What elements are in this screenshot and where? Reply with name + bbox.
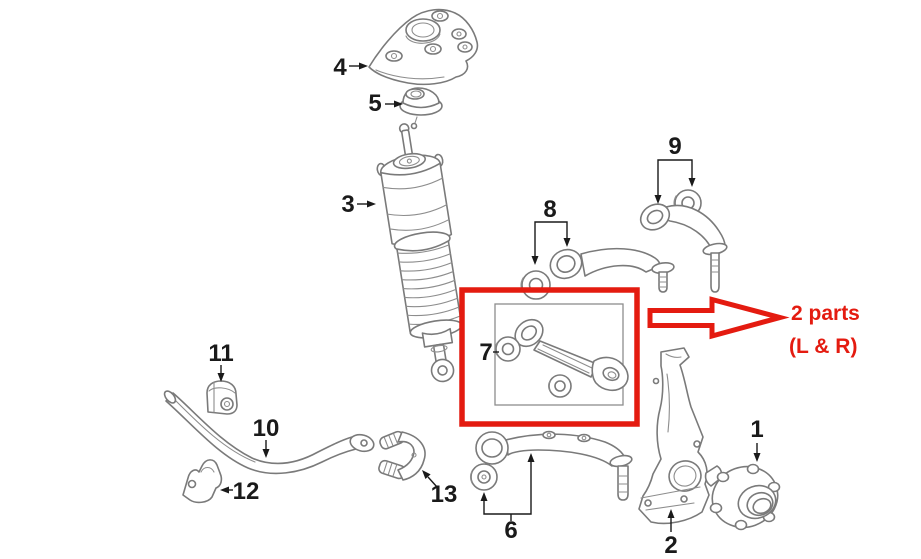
part-13-clamp [378, 430, 426, 481]
part-4-strut-mount [368, 8, 479, 86]
part-7-lower-control-arm [494, 318, 629, 398]
highlight-box [459, 287, 640, 427]
callout-9: 9 [668, 133, 681, 160]
callout-8: 8 [543, 196, 556, 223]
annotation-line-2: (L & R) [789, 335, 857, 358]
callout-6: 6 [504, 517, 517, 544]
callout-10: 10 [253, 415, 280, 442]
callout-2: 2 [664, 532, 677, 559]
part-11-stabilizer-bushing [206, 380, 238, 415]
part-6-lower-control-arm [469, 430, 633, 501]
callout-7: 7 [479, 339, 492, 366]
callout-leaders [217, 62, 761, 532]
callout-1: 1 [750, 416, 763, 443]
part-1-wheel-hub [704, 463, 781, 531]
part-3-air-strut [376, 123, 463, 383]
callout-12: 12 [233, 478, 260, 505]
callout-5: 5 [368, 90, 381, 117]
callout-13: 13 [431, 481, 458, 508]
part-2-steering-knuckle [638, 347, 710, 525]
part-12-stabilizer-bracket [182, 459, 223, 504]
red-arrow-icon [647, 296, 790, 340]
callout-4: 4 [333, 54, 347, 81]
callout-11: 11 [208, 340, 233, 367]
callout-3: 3 [341, 191, 354, 218]
inner-part-box [494, 303, 624, 406]
annotation-line-1: 2 parts [791, 302, 860, 325]
part-5-bump-stop [399, 87, 443, 130]
part-10-stabilizer-bar [163, 390, 375, 475]
part-9-upper-control-arm [639, 189, 728, 293]
